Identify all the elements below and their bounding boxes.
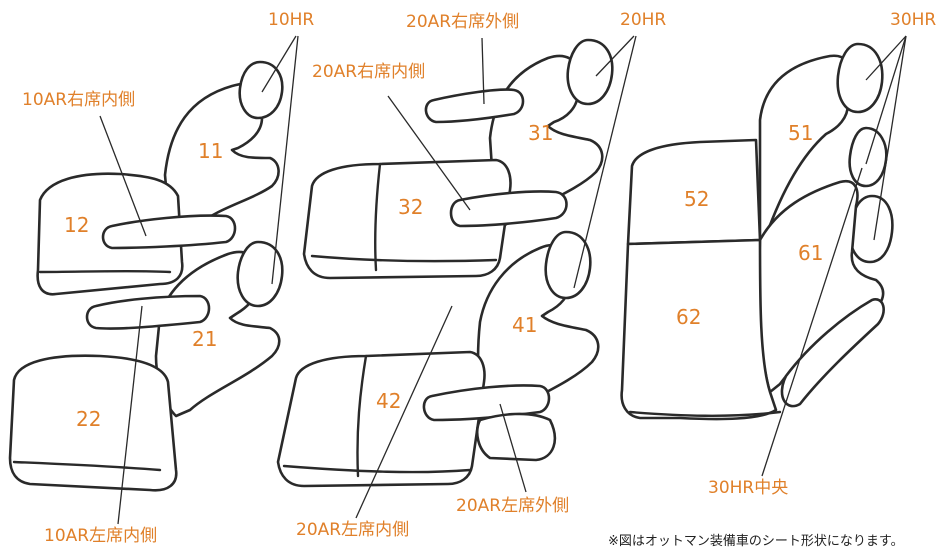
- armrest-10ar-right-inner: [101, 214, 237, 250]
- label-10ar-right-inner: 10AR右席内側: [22, 90, 136, 110]
- seat-11-backrest: [163, 82, 280, 234]
- part-number-11: 11: [198, 139, 224, 163]
- armrest-20ar-right-outer: [424, 88, 525, 124]
- label-20ar-right-inner: 20AR右席内側: [312, 62, 426, 82]
- armrest-20ar-left-outer: [422, 384, 551, 422]
- label-30hr: 30HR: [890, 10, 937, 30]
- part-number-32: 32: [398, 195, 424, 219]
- part-number-51: 51: [788, 121, 814, 145]
- label-10ar-left-inner: 10AR左席内側: [44, 526, 158, 546]
- seat-62-cushion: [620, 238, 778, 421]
- seat-41-head: [544, 230, 592, 300]
- part-number-42: 42: [376, 389, 402, 413]
- seat-21-head: [236, 240, 284, 308]
- label-20hr: 20HR: [620, 10, 667, 30]
- part-number-52: 52: [684, 187, 710, 211]
- part-number-12: 12: [64, 213, 90, 237]
- label-20ar-left-outer: 20AR左席外側: [456, 496, 570, 516]
- label-30hr-center: 30HR中央: [708, 478, 789, 498]
- armrest-10ar-left-inner: [85, 294, 211, 330]
- part-number-41: 41: [512, 313, 538, 337]
- part-number-61: 61: [798, 241, 824, 265]
- seat-11-head: [238, 60, 284, 120]
- seat-41-base: [476, 412, 557, 462]
- seat-42-cushion: [276, 350, 486, 488]
- part-number-62: 62: [676, 305, 702, 329]
- seat-52-cushion: [626, 138, 762, 246]
- label-20ar-left-inner: 20AR左席内側: [296, 520, 410, 540]
- armrest-30-center: [780, 298, 885, 408]
- label-10hr: 10HR: [268, 10, 315, 30]
- seat-31-head: [566, 38, 614, 106]
- seat-30hr-right: [836, 42, 884, 114]
- footnote: ※図はオットマン装備車のシート形状になります。: [608, 534, 904, 549]
- part-number-21: 21: [192, 327, 218, 351]
- label-20ar-right-outer: 20AR右席外側: [406, 12, 520, 32]
- seat-22-cushion: [8, 354, 178, 492]
- armrest-20ar-right-inner: [449, 190, 568, 228]
- part-number-22: 22: [76, 407, 102, 431]
- part-number-31: 31: [528, 121, 554, 145]
